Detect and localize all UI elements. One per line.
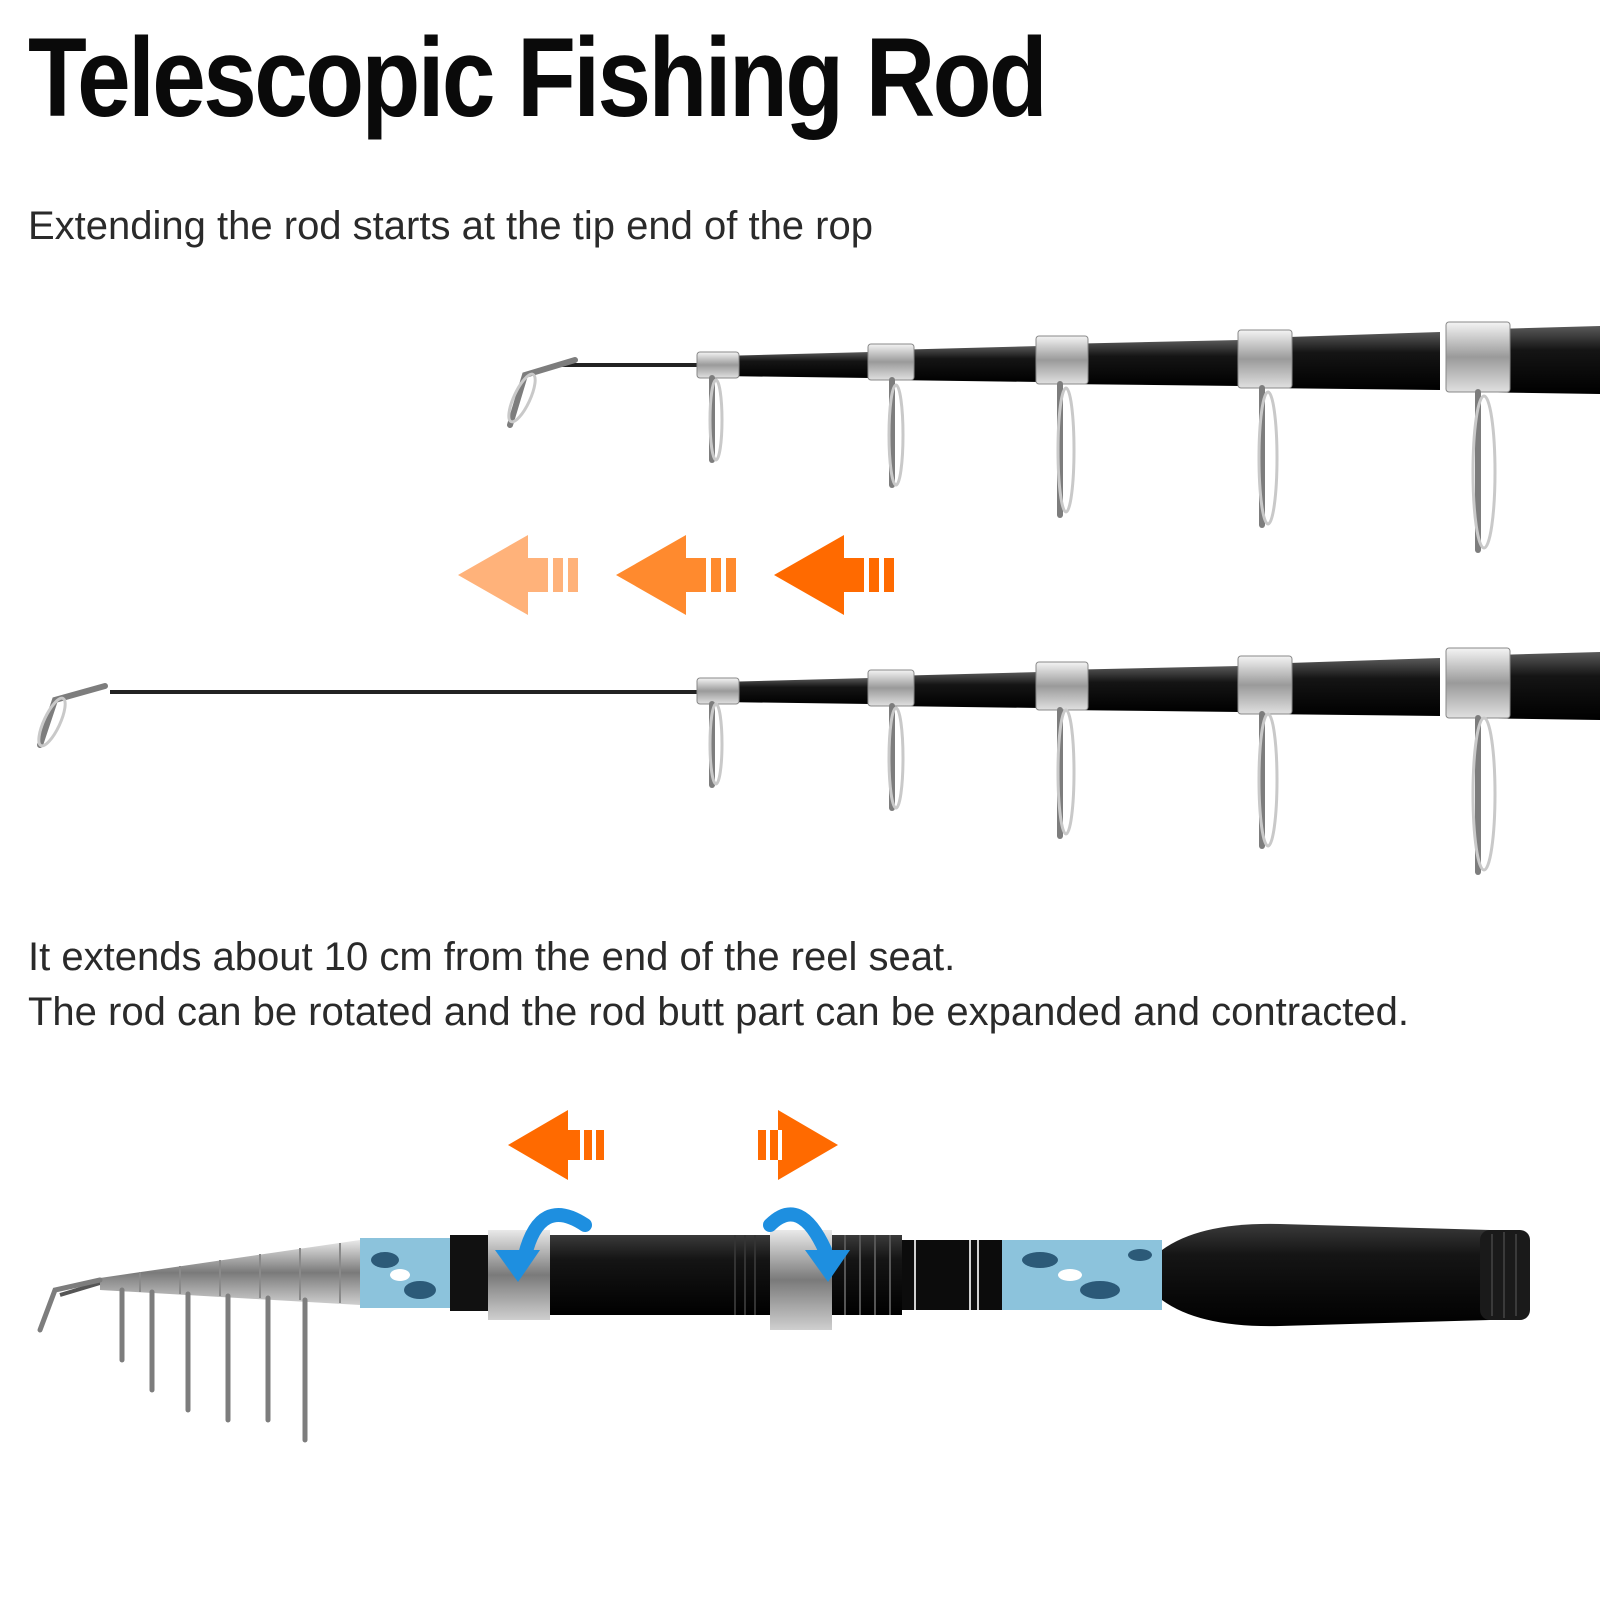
rotate-arrow-icon: [763, 1207, 850, 1282]
extend-arrows-row: [458, 535, 894, 615]
description-line-1: It extends about 10 cm from the end of t…: [28, 935, 956, 979]
extend-left-arrow-icon: [774, 535, 894, 615]
expand-right-arrow-icon: [758, 1110, 838, 1180]
page-title: Telescopic Fishing Rod: [28, 15, 1048, 140]
extend-left-arrow-icon: [616, 535, 736, 615]
rod-illustration-collapsed: [37, 1110, 1530, 1443]
description: It extends about 10 cm from the end of t…: [28, 930, 1588, 1040]
subtitle: Extending the rod starts at the tip end …: [28, 204, 873, 248]
rotate-arrow-icon: [495, 1208, 592, 1282]
extend-left-arrow-icon: [508, 1110, 604, 1180]
extend-left-arrow-icon: [458, 535, 578, 615]
description-line-2: The rod can be rotated and the rod butt …: [28, 990, 1409, 1034]
rod-illustration-retracted: [507, 321, 1600, 553]
rod-illustration-extended: [37, 647, 1600, 875]
